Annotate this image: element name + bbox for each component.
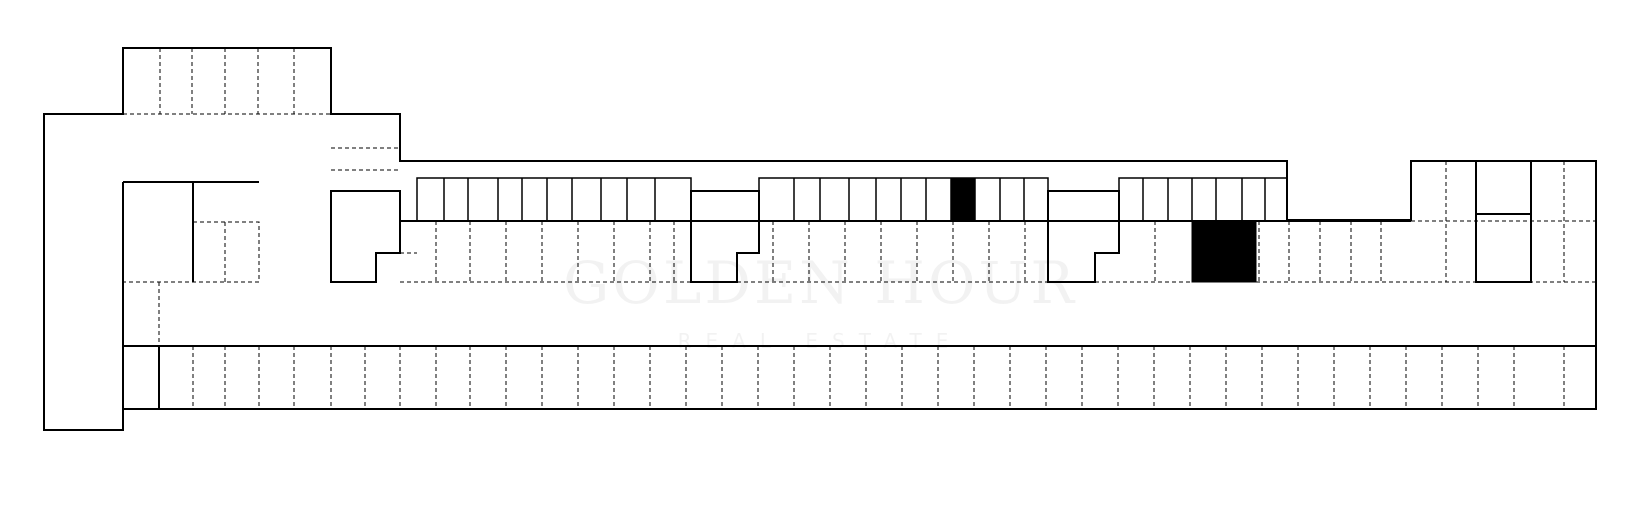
watermark-brand: GOLDEN HOUR xyxy=(563,249,1077,317)
storage-row-3 xyxy=(1118,177,1288,222)
south-stall-row xyxy=(192,346,1565,409)
building-outline xyxy=(43,47,1597,431)
parking-space[interactable] xyxy=(1191,220,1257,283)
north-stalls xyxy=(123,48,331,115)
inner-ramp xyxy=(122,181,1596,409)
west-core xyxy=(123,182,260,346)
storage-row-1 xyxy=(416,177,692,222)
watermark-tagline: REAL ESTATE xyxy=(678,329,963,353)
east-block xyxy=(1411,160,1596,283)
stair-core-west xyxy=(330,147,401,283)
watermark: GOLDEN HOUR REAL ESTATE xyxy=(563,249,1077,353)
small-storage-unit[interactable] xyxy=(950,177,976,222)
central-stall-row xyxy=(400,220,1596,283)
storage-row-2 xyxy=(758,177,1049,222)
